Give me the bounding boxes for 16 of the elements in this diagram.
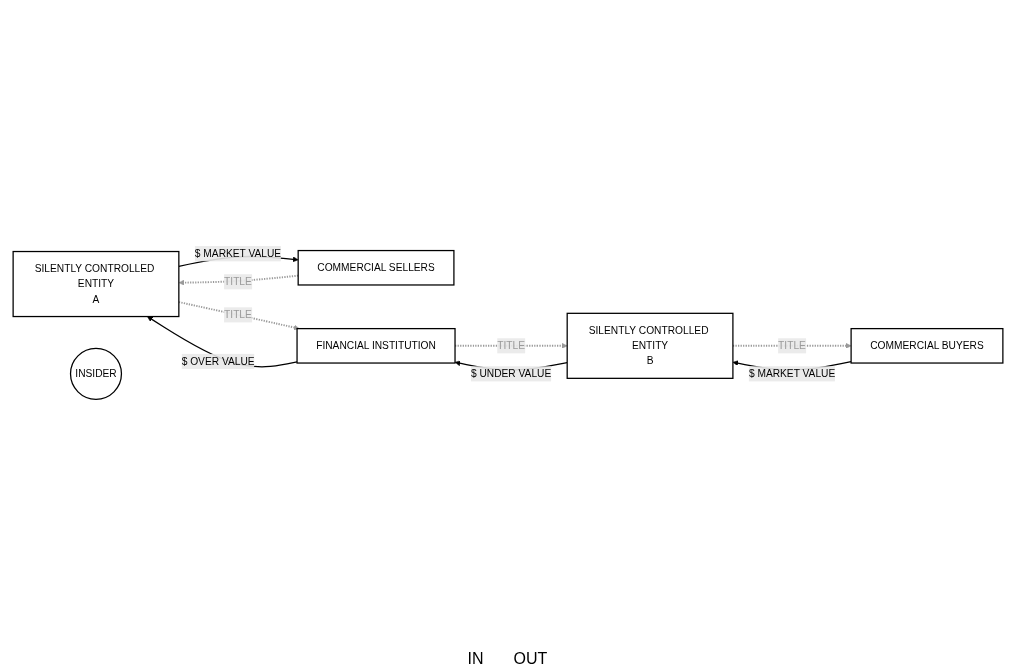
- edge-label: TITLE: [777, 340, 806, 352]
- edge-label: TITLE: [223, 309, 252, 321]
- edge-label: $ MARKET VALUE: [194, 248, 281, 260]
- flow-label: OUT: [513, 650, 548, 668]
- node-box: SILENTLY CONTROLLED ENTITY B: [566, 312, 734, 380]
- node-box: FINANCIAL INSTITUTION: [295, 328, 456, 364]
- node-box: COMMERCIAL BUYERS: [849, 328, 1003, 364]
- flow-label: IN: [467, 650, 484, 668]
- node-box: SILENTLY CONTROLLED ENTITY A: [12, 251, 179, 318]
- node-circle: INSIDER: [69, 348, 122, 401]
- edge-label: TITLE: [496, 340, 525, 352]
- edge-label: $ UNDER VALUE: [470, 368, 551, 380]
- edge-label: $ OVER VALUE: [181, 355, 255, 367]
- edge-label: TITLE: [223, 276, 252, 288]
- edge-label: $ MARKET VALUE: [748, 368, 835, 380]
- node-box: COMMERCIAL SELLERS: [297, 250, 455, 286]
